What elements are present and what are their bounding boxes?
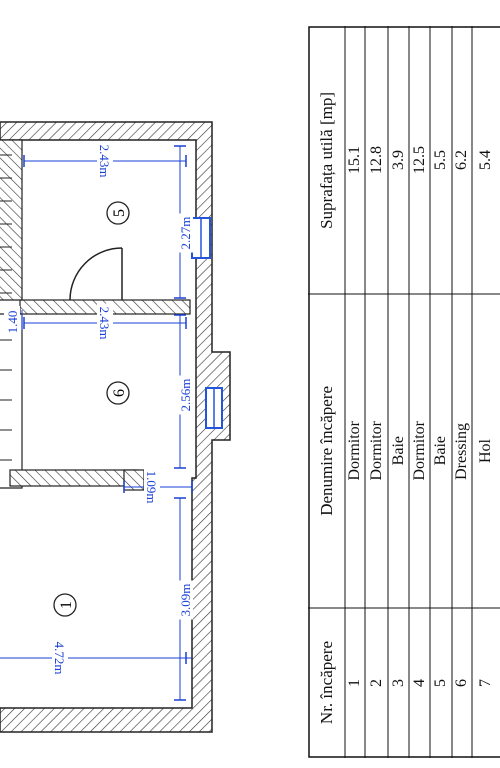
cell-number-text: 4	[410, 679, 428, 687]
dimension-label-bg	[97, 141, 113, 181]
header-number: Nr. încăpere	[308, 608, 345, 758]
dimension-label: 2.27m	[178, 217, 193, 250]
dimension-label: 4.72m	[52, 642, 67, 675]
cell-area-text: 6.2	[453, 150, 470, 170]
cell-area-text: 5.4	[477, 150, 494, 170]
header-number-text: Nr. încăpere	[316, 641, 336, 725]
table-grid	[308, 26, 500, 758]
dimension-ticks	[23, 145, 193, 701]
dimension-label: 2.56m	[178, 379, 193, 412]
cell-name-text: Dormitor	[346, 421, 363, 481]
room-marker-circle	[53, 593, 77, 617]
door-room-5	[69, 247, 123, 301]
cell-area: 5.4	[472, 26, 500, 294]
cell-number: 2	[365, 608, 388, 758]
cell-name-text: Hol	[477, 439, 494, 463]
dimension-label: 2.43m	[97, 307, 112, 340]
room-marker-5: 5	[106, 201, 130, 225]
window-1	[191, 217, 211, 259]
cell-area-text: 5.5	[432, 150, 449, 170]
cell-area-text: 12.5	[410, 146, 428, 174]
stair-lines	[0, 154, 12, 461]
cell-name-text: Baie	[432, 436, 449, 466]
cell-name: Hol	[472, 294, 500, 608]
cell-name: Dormitor	[365, 294, 388, 608]
interior-wall-left-top	[0, 139, 23, 301]
cell-name: Baie	[430, 294, 452, 608]
cell-name: Dressing	[452, 294, 472, 608]
room-number: 1	[58, 601, 75, 609]
cell-number: 4	[409, 608, 430, 758]
cell-name-text: Baie	[389, 436, 407, 466]
dimension-label: 2.43m	[97, 145, 112, 178]
cell-number: 1	[345, 608, 365, 758]
room-marker-circle	[106, 381, 130, 405]
room-number: 5	[111, 209, 128, 217]
dimension-labels: 2.43m 2.27m 2.43m 2.56m 1.09m 3.09m 4.72m 1.40	[4, 141, 193, 678]
cell-area-text: 3.9	[389, 150, 407, 170]
cell-number: 5	[430, 608, 452, 758]
dimension-label: 1.40	[5, 311, 20, 334]
dimension-label-bg	[177, 213, 193, 253]
dimension-label-bg	[144, 467, 160, 507]
dimension-label: 3.09m	[178, 584, 193, 617]
cell-name-text: Dormitor	[410, 421, 428, 481]
dimension-label: 1.09m	[144, 471, 159, 504]
cell-name: Dormitor	[409, 294, 430, 608]
header-area-text: Suprafața utilă [mp]	[316, 91, 336, 229]
cell-number: 3	[388, 608, 409, 758]
floor-plan: 1 6 5 2.43m 2.27m 2.43m 2.56m 1.09m 3.09m 4.72m 1…	[0, 121, 231, 733]
dimension-label-bg	[177, 375, 193, 415]
cell-area-text: 12.8	[367, 146, 385, 174]
cell-area-text: 15.1	[346, 146, 363, 174]
cell-area: 3.9	[388, 26, 409, 294]
cell-name-text: Dressing	[453, 422, 470, 480]
partition-wall	[9, 469, 139, 487]
room-marker-circle	[106, 201, 130, 225]
cell-number-text: 7	[477, 679, 494, 687]
cell-number-text: 6	[453, 679, 470, 687]
cell-number: 7	[472, 608, 500, 758]
cell-number-text: 2	[367, 679, 385, 687]
room-labels: 1 6 5	[53, 201, 130, 617]
header-area: Suprafața utilă [mp]	[308, 26, 345, 294]
dimension-lines	[0, 146, 192, 700]
cell-number-text: 3	[389, 679, 407, 687]
header-name: Denumire încăpere	[308, 294, 345, 608]
room-marker-6: 6	[106, 381, 130, 405]
cell-number-text: 5	[432, 679, 449, 687]
cell-number-text: 1	[346, 679, 363, 687]
header-name-text: Denumire încăpere	[316, 386, 336, 516]
cell-area: 6.2	[452, 26, 472, 294]
dimension-label-bg	[177, 580, 193, 620]
cell-area: 12.8	[365, 26, 388, 294]
cell-area: 5.5	[430, 26, 452, 294]
room-number: 6	[111, 389, 128, 397]
cell-name-text: Dormitor	[367, 421, 385, 481]
cell-name: Baie	[388, 294, 409, 608]
cell-number: 6	[452, 608, 472, 758]
window-2	[205, 387, 223, 429]
dimension-label-bg	[97, 303, 113, 343]
dimension-label-bg	[52, 638, 68, 678]
room-marker-1: 1	[53, 593, 77, 617]
table-border	[308, 26, 500, 758]
cell-area: 12.5	[409, 26, 430, 294]
cell-area: 15.1	[345, 26, 365, 294]
dimension-label-bg	[4, 306, 20, 338]
cell-name: Dormitor	[345, 294, 365, 608]
